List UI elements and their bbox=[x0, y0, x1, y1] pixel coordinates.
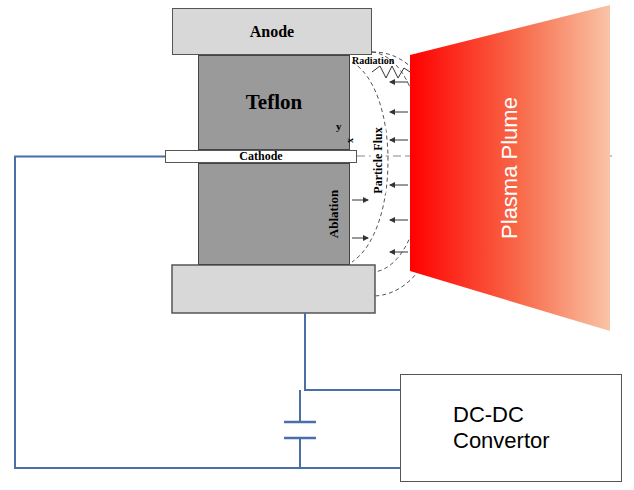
annotation-label: y bbox=[336, 120, 342, 132]
component-box: Teflon bbox=[198, 55, 350, 150]
node-label: Anode bbox=[250, 23, 294, 41]
annotation-label: Particle Flux bbox=[371, 127, 386, 193]
node-label: Teflon bbox=[246, 90, 302, 115]
node-label: Cathode bbox=[239, 149, 282, 164]
node-label: Plasma Plume bbox=[497, 97, 523, 239]
annotation-label: x bbox=[344, 138, 355, 143]
radiation-symbol bbox=[372, 66, 410, 78]
annotation-label: Radiation bbox=[352, 55, 394, 66]
ablation-arrows bbox=[352, 200, 368, 238]
node-label: Ablation bbox=[326, 190, 342, 238]
node-label: DC-DC Convertor bbox=[453, 402, 603, 454]
wire bbox=[15, 157, 400, 469]
component-box: DC-DC Convertor bbox=[400, 374, 622, 482]
component-box: Ablation bbox=[198, 163, 350, 265]
capacitor-symbol bbox=[284, 422, 316, 438]
component-box: Anode bbox=[172, 8, 372, 55]
electrode-plate bbox=[172, 265, 375, 313]
flux-arrows bbox=[390, 82, 408, 252]
plasma-plume: Plasma Plume bbox=[410, 5, 610, 331]
wire bbox=[300, 313, 400, 468]
component-box: Cathode bbox=[165, 150, 357, 163]
